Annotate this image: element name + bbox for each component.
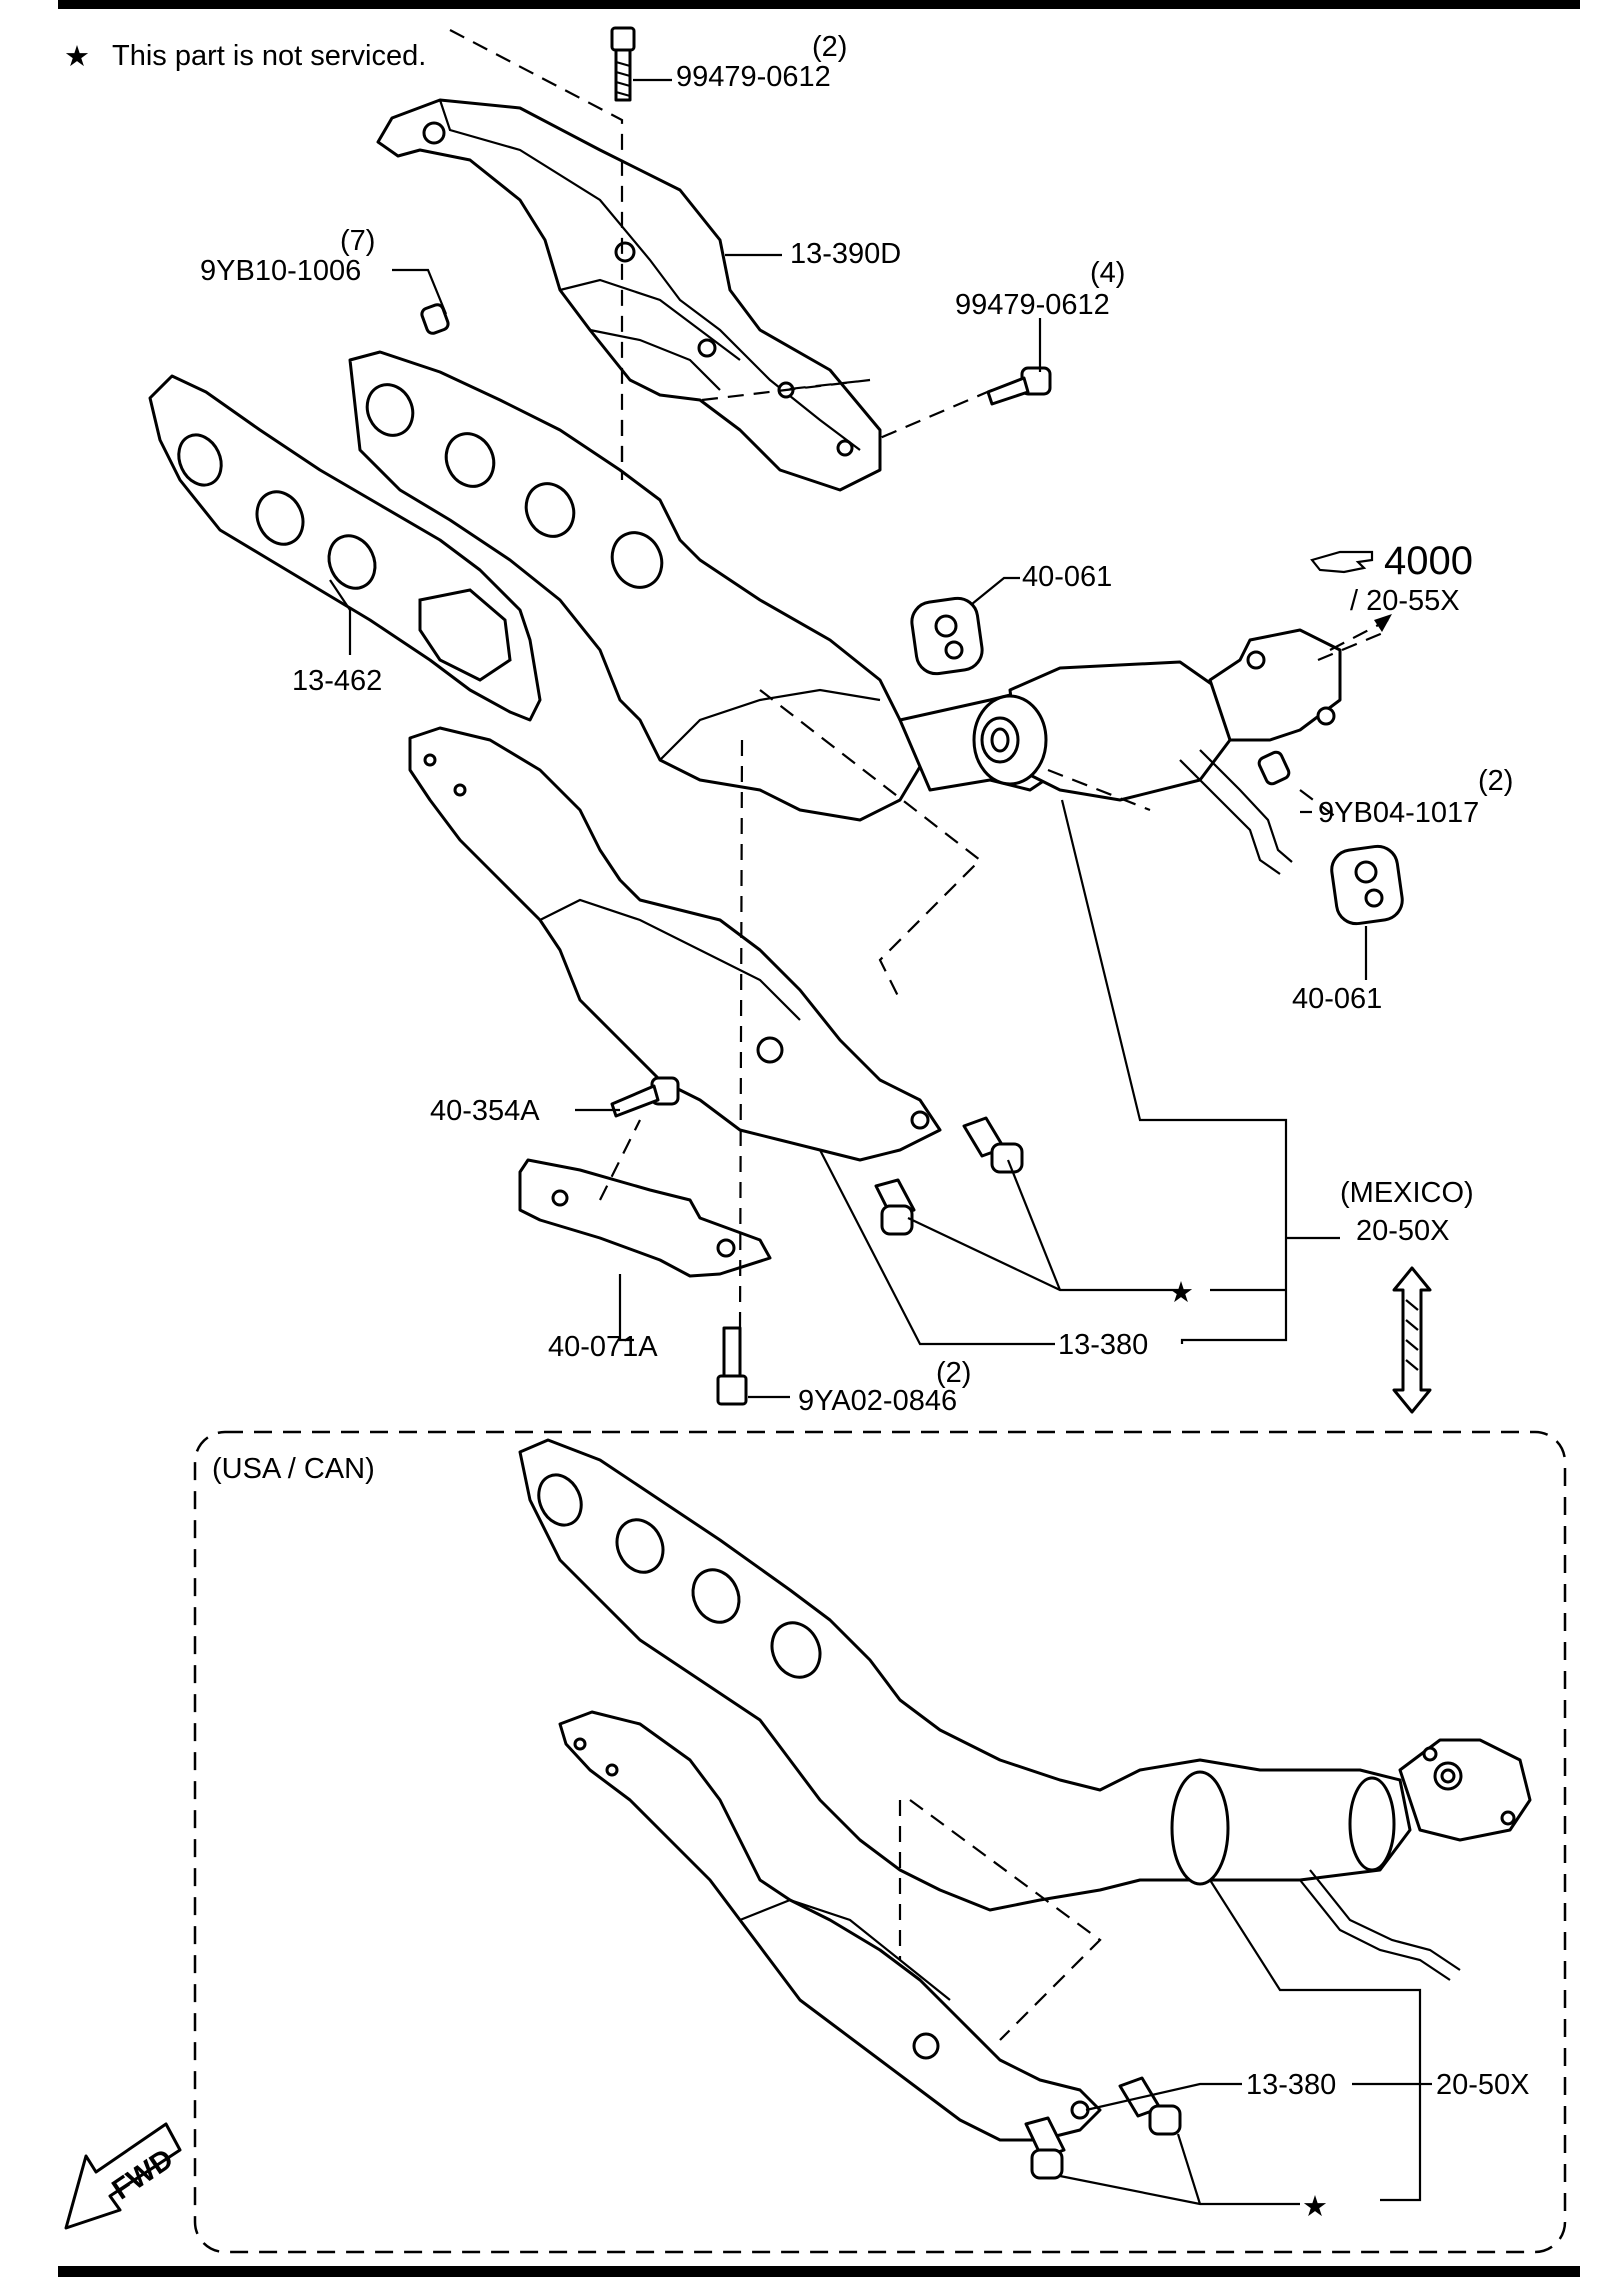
- bottom-border: [58, 2266, 1580, 2277]
- star-icon: ★: [64, 41, 90, 73]
- bolt-bracket: [610, 1076, 680, 1118]
- mexico-region: (MEXICO): [1340, 1177, 1474, 1209]
- pointing-hand-icon: [1310, 550, 1374, 574]
- guide-lines-mexico: [449, 29, 1391, 1331]
- star-icon: ★: [1302, 2191, 1328, 2223]
- assy-mexico-label: 20-50X: [1356, 1215, 1450, 1247]
- nut-part: 9YB10-1006: [200, 255, 361, 287]
- bolt-bracket-label: 40-354A: [430, 1095, 540, 1127]
- star-icon: ★: [1168, 1277, 1194, 1309]
- insulator-lower: [1330, 844, 1404, 926]
- bolt-bottom: [716, 1326, 748, 1406]
- insulator-upper-label: 40-061: [1022, 561, 1112, 593]
- gasket-label: 13-462: [292, 665, 382, 697]
- bracket: [518, 1158, 772, 1278]
- bolt-top-part: 99479-0612: [676, 61, 831, 93]
- top-border: [58, 0, 1580, 9]
- bolt-right: [986, 366, 1052, 406]
- bolt-bottom-part: 9YA02-0846: [798, 1385, 957, 1417]
- heat-shield-usa: [558, 1710, 1102, 2142]
- double-arrow-icon: [1392, 1266, 1432, 1414]
- bolt-top: [610, 26, 636, 102]
- legend-note: This part is not serviced.: [112, 40, 426, 72]
- usa-can-frame: [193, 1430, 1567, 2254]
- ref-section: 4000: [1384, 539, 1473, 583]
- insulator-lower-label: 40-061: [1292, 983, 1382, 1015]
- usa-can-region: (USA / CAN): [212, 1453, 375, 1485]
- ref-sub: / 20-55X: [1350, 585, 1460, 617]
- nut-qty: (7): [340, 225, 375, 257]
- bolt-right-qty: (4): [1090, 257, 1125, 289]
- bolt-bottom-qty: (2): [936, 1357, 971, 1389]
- usa-assy-label: 20-50X: [1436, 2069, 1530, 2101]
- leader-lines-mexico: [329, 78, 1368, 1399]
- callouts-mexico: (2) 99479-0612 13-390D (7) 9YB10-1006 (4…: [200, 31, 1513, 1417]
- leader-lines-usa: [1059, 1879, 1432, 2206]
- nut-left: [420, 303, 450, 335]
- insulator-upper: [910, 596, 984, 676]
- guide-lines-usa: [898, 1799, 1102, 2041]
- heat-shield-lower-label: 13-380: [1058, 1329, 1148, 1361]
- heat-shield-bolts-usa: [1024, 2076, 1182, 2180]
- bracket-label: 40-071A: [548, 1331, 658, 1363]
- legend: ★ This part is not serviced.: [64, 40, 426, 73]
- heat-shield-lower: [408, 726, 942, 1162]
- bolt-top-qty: (2): [812, 31, 847, 63]
- bolt-right-part: 99479-0612: [955, 289, 1110, 321]
- fwd-arrow-icon: FWD: [64, 2122, 182, 2230]
- gasket: [148, 374, 542, 722]
- nut-right-part: 9YB04-1017: [1318, 797, 1479, 829]
- heat-shield-upper-label: 13-390D: [790, 238, 901, 270]
- ref-arrow-icon: [1329, 614, 1392, 651]
- callouts-usa: 13-380 20-50X ★: [1246, 2069, 1530, 2223]
- usa-heat-shield-label: 13-380: [1246, 2069, 1336, 2101]
- nut-right-qty: (2): [1478, 765, 1513, 797]
- nut-right: [1257, 750, 1291, 786]
- manifold-mexico: [348, 350, 1342, 875]
- manifold-usa: [518, 1438, 1532, 1981]
